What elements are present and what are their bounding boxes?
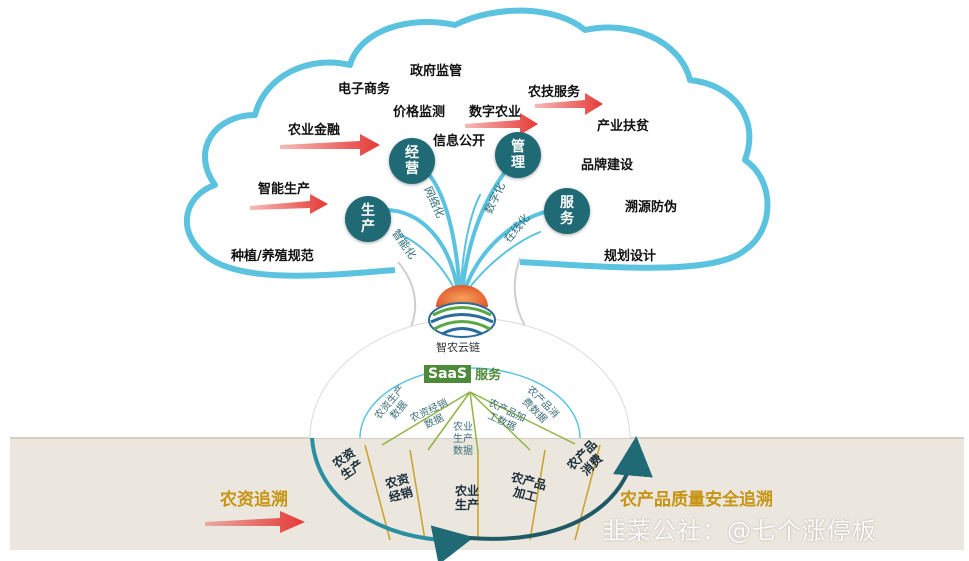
logo-name: 智农云链 xyxy=(436,341,480,354)
label-agri-finance: 农业金融 xyxy=(288,123,341,138)
label-ecommerce: 电子商务 xyxy=(338,82,391,97)
ground-band xyxy=(10,438,964,550)
outer-segment: 农业生产 xyxy=(454,484,479,512)
title-quality-safety-traceability: 农产品质量安全追溯 xyxy=(620,490,773,510)
label-price-monitoring: 价格监测 xyxy=(393,105,446,120)
arrow-agri-tech xyxy=(535,93,603,115)
title-input-traceability: 农资追溯 xyxy=(220,490,288,510)
saas-badge: SaaS 服务 xyxy=(424,364,501,383)
tree-branches xyxy=(383,163,557,294)
cloud-canopy xyxy=(184,7,771,279)
label-government-supervision: 政府监管 xyxy=(410,64,463,79)
label-brand-building: 品牌建设 xyxy=(581,158,634,173)
arrow-bottom-left xyxy=(205,511,305,533)
logo-graphic xyxy=(428,285,496,338)
arrow-finance xyxy=(280,134,380,156)
label-smart-production: 智能生产 xyxy=(258,182,311,197)
saas-badge-label: SaaS xyxy=(424,364,472,383)
watermark: 韭菜公社：@七个涨停板 xyxy=(602,517,877,545)
label-digital-agriculture: 数字农业 xyxy=(469,105,522,120)
label-agri-tech-service: 农技服务 xyxy=(528,85,581,100)
circle-service: 服务 xyxy=(544,188,590,234)
label-traceability: 溯源防伪 xyxy=(625,200,678,215)
circle-operation: 经营 xyxy=(389,138,435,184)
label-info-disclosure: 信息公开 xyxy=(433,134,486,149)
label-planning-design: 规划设计 xyxy=(604,249,657,264)
circle-production: 生产 xyxy=(345,196,391,242)
arrow-digital-agri xyxy=(465,113,538,135)
inner-segment: 农业生产数据 xyxy=(453,422,473,457)
circle-management: 管理 xyxy=(495,132,541,178)
saas-suffix: 服务 xyxy=(475,368,502,383)
label-planting-breeding-standard: 种植/养殖规范 xyxy=(231,249,314,264)
label-industry-poverty-relief: 产业扶贫 xyxy=(597,119,650,134)
arrow-smart-production xyxy=(250,194,328,214)
